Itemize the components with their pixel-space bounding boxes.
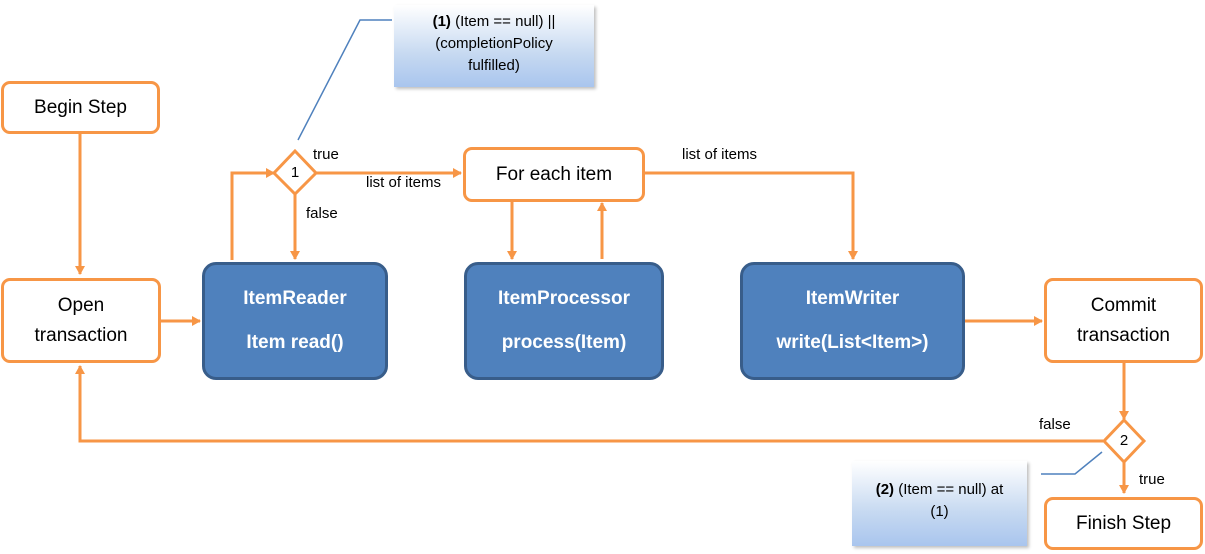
foreach-to-writer-label: list of items [682, 146, 758, 163]
item-reader-name: ItemReader [243, 288, 347, 309]
note-condition-2: (2) (Item == null) at (1) [852, 461, 1027, 546]
for-each-item-box: For each item [463, 147, 645, 202]
note-condition-1: (1) (Item == null) || (completionPolicy … [394, 5, 594, 87]
item-processor-name: ItemProcessor [497, 288, 630, 309]
note-1-text: (Item == null) || [450, 13, 556, 30]
note-2-line2: (1) [930, 503, 949, 520]
open-transaction-label-line2: transaction [34, 324, 128, 346]
note-1-ref: (1) [432, 13, 451, 30]
d1-false-label: false [306, 205, 338, 222]
item-writer-name: ItemWriter [805, 288, 900, 309]
d2-true-label: true [1139, 471, 1165, 488]
decision-1-label: 1 [290, 164, 300, 181]
item-processor-method: process(Item) [501, 332, 627, 353]
open-transaction-box: Open transaction [1, 278, 161, 363]
d1-to-foreach-label: list of items [366, 174, 442, 191]
edge-foreach-to-writer [645, 171, 858, 260]
item-processor-box: ItemProcessor process(Item) [464, 262, 664, 380]
open-transaction-label-line1: Open [57, 294, 105, 316]
d1-true-label: true [313, 146, 339, 163]
callout-line-2 [1041, 451, 1103, 475]
note-1-line2: (completionPolicy [435, 35, 553, 52]
commit-transaction-label-line2: transaction [1077, 324, 1170, 346]
note-1-line3: fulfilled) [468, 57, 520, 74]
item-reader-box: ItemReader Item read() [202, 262, 388, 380]
d2-false-label: false [1039, 416, 1071, 433]
finish-step-box: Finish Step [1044, 497, 1203, 550]
note-2-line1: (2) (Item == null) at [852, 479, 1027, 501]
edge-decision2-false [75, 365, 1103, 443]
edge-reader-to-decision1 [230, 168, 275, 260]
note-1-line1: (1) (Item == null) || [394, 11, 594, 33]
commit-transaction-label-line1: Commit [1090, 294, 1157, 316]
commit-transaction-box: Commit transaction [1044, 278, 1203, 363]
decision-2-label: 2 [1119, 432, 1129, 449]
callout-line-1 [297, 19, 392, 141]
decision-2-diamond [1101, 417, 1147, 465]
decision-1-diamond [271, 148, 319, 197]
begin-step-box: Begin Step [1, 81, 160, 134]
note-2-text: (Item == null) at [894, 481, 1004, 498]
item-writer-box: ItemWriter write(List<Item>) [740, 262, 965, 380]
item-writer-method: write(List<Item>) [776, 332, 929, 353]
finish-step-label: Finish Step [1075, 512, 1172, 534]
for-each-item-label: For each item [495, 163, 613, 185]
item-reader-method: Item read() [246, 332, 344, 353]
note-2-ref: (2) [875, 481, 895, 498]
begin-step-label: Begin Step [34, 96, 127, 118]
